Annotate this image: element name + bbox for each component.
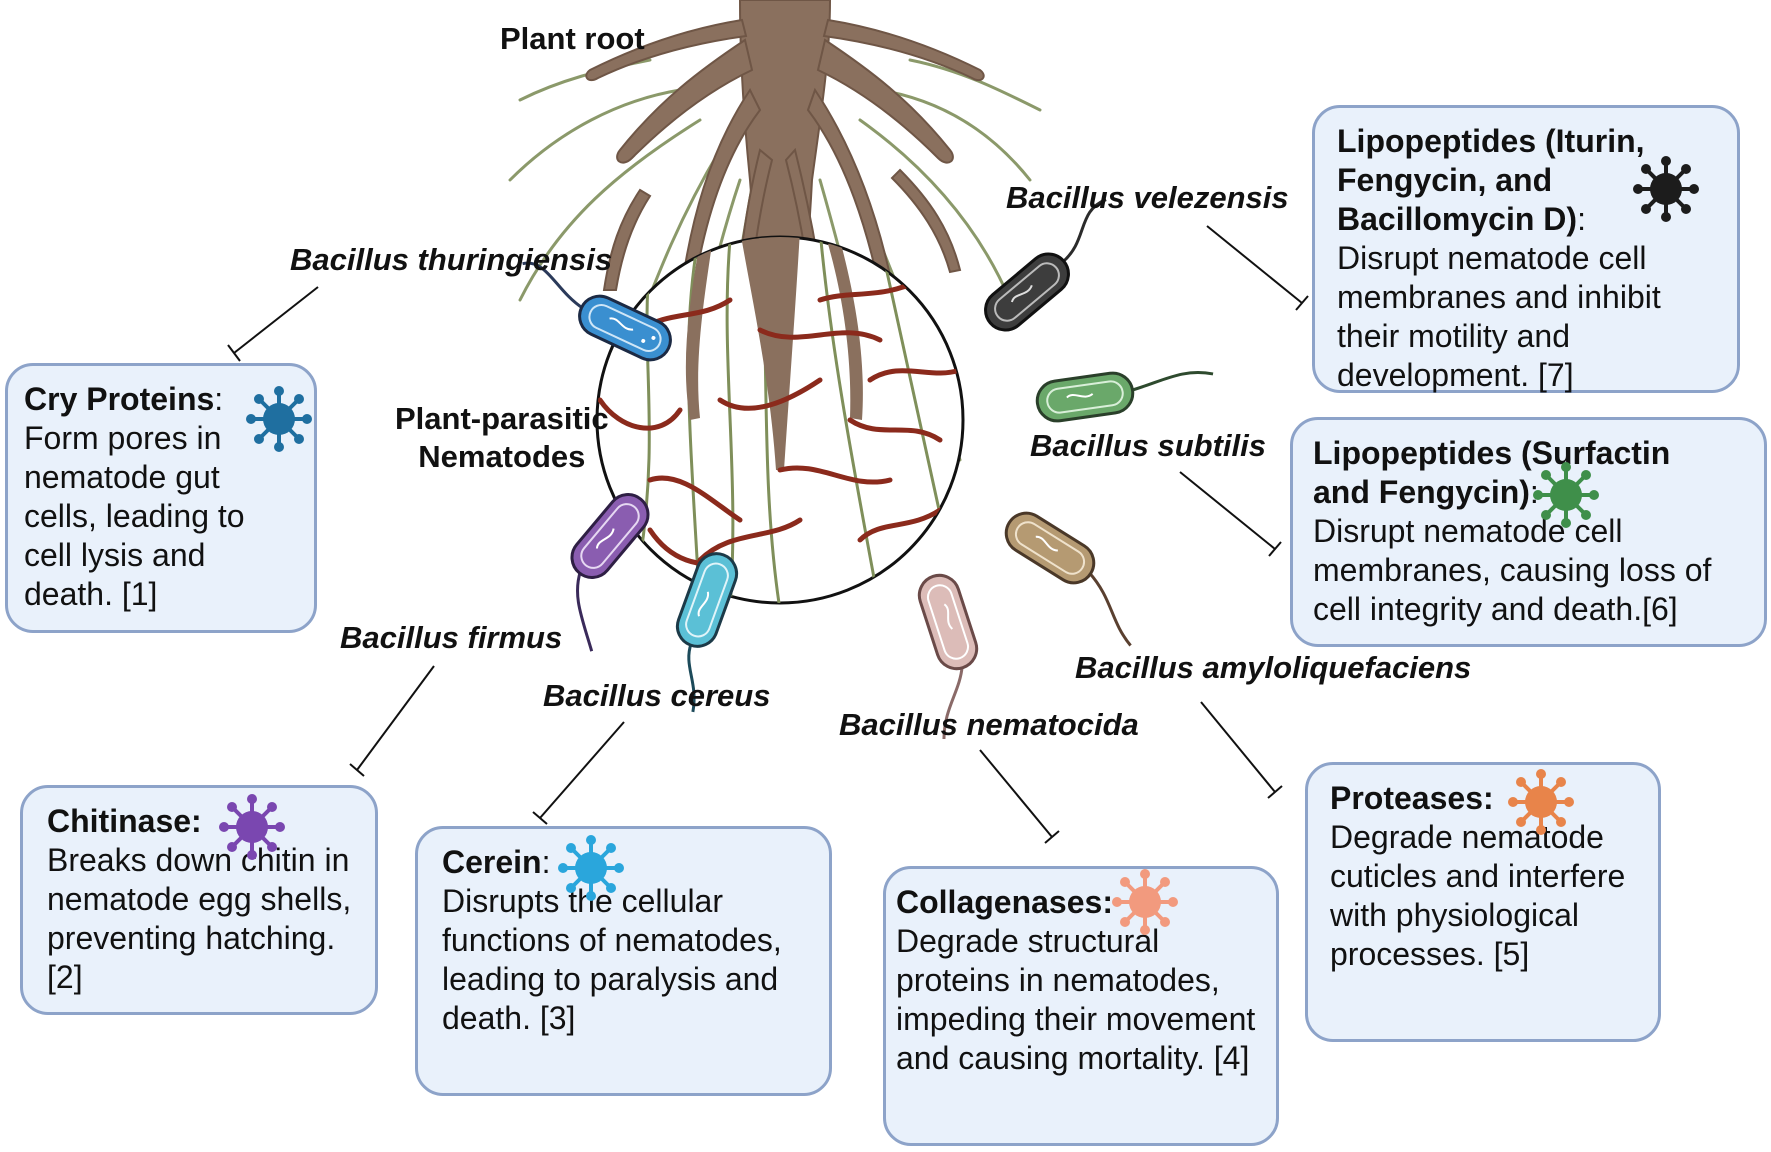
cerein-sep: : [541, 844, 551, 880]
bacterium-cereus [675, 552, 739, 713]
bacterium-nematocida [917, 573, 979, 739]
bacterium-amyloliquefaciens [1004, 511, 1132, 647]
cerein-title: Cerein [442, 844, 542, 880]
cerein-text: Disrupts the cellular functions of nemat… [442, 883, 782, 1036]
chitinase-box: Chitinase: Breaks down chitin in nematod… [20, 785, 378, 1015]
collagenases-title: Collagenases: [896, 884, 1113, 920]
cerein-box: Cerein: Disrupts the cellular functions … [415, 826, 832, 1096]
bacterium-velezensis [984, 198, 1107, 332]
proteases-box: Proteases: Degrade nematode cuticles and… [1305, 762, 1661, 1042]
lipopeptides-iturin-title: Lipopeptides (Iturin, Fengycin, and Baci… [1337, 123, 1645, 237]
nematodes-in-soil [597, 237, 963, 603]
lipopeptides-surfactin-title: Lipopeptides (Surfactin and Fengycin) [1313, 435, 1671, 510]
chitinase-text: Breaks down chitin in nematode egg shell… [47, 842, 352, 995]
species-label-amyloliquefaciens: Bacillus amyloliquefaciens [1075, 650, 1472, 685]
cry-protein-icon [246, 386, 312, 452]
collagenases-text: Degrade structural proteins in nematodes… [896, 923, 1256, 1076]
chitinase-icon [219, 794, 285, 860]
plant-root-label: Plant root [500, 21, 645, 56]
proteases-title: Proteases: [1330, 780, 1494, 816]
lipopeptides-iturin-text: Disrupt nematode cell membranes and inhi… [1337, 240, 1661, 393]
cerein-icon [558, 835, 624, 901]
lipopeptides-surfactin-text: Disrupt nematode cell membranes, causing… [1313, 513, 1712, 627]
nematodes-label: Plant-parasitic Nematodes [395, 401, 609, 474]
protease-icon [1508, 769, 1574, 835]
proteases-text: Degrade nematode cuticles and interfere … [1330, 819, 1626, 972]
cry-proteins-text: Form pores in nematode gut cells, leadin… [24, 420, 245, 612]
lipopeptides-surfactin-box: Lipopeptides (Surfactin and Fengycin): D… [1290, 417, 1767, 647]
species-label-velezensis: Bacillus velezensis [1006, 180, 1289, 215]
chitinase-title: Chitinase: [47, 803, 202, 839]
bacterium-thuringiensis [522, 261, 672, 362]
species-label-thuringiensis: Bacillus thuringiensis [290, 242, 613, 277]
bacterium-firmus [570, 493, 650, 652]
lipopeptide-surfactin-icon [1533, 462, 1599, 528]
species-label-firmus: Bacillus firmus [340, 620, 563, 655]
lipopeptide-iturin-icon [1633, 156, 1699, 222]
species-label-cereus: Bacillus cereus [543, 678, 771, 713]
lipopeptides-iturin-box: Lipopeptides (Iturin, Fengycin, and Baci… [1312, 105, 1740, 393]
lipopeptides-iturin-sep: : [1577, 201, 1586, 237]
cry-proteins-title: Cry Proteins [24, 381, 215, 417]
species-label-subtilis: Bacillus subtilis [1030, 428, 1267, 463]
collagenases-box: Collagenases: Degrade structural protein… [883, 866, 1279, 1146]
cry-proteins-sep: : [214, 381, 224, 417]
species-label-nematocida: Bacillus nematocida [839, 707, 1139, 742]
cry-proteins-box: Cry Proteins: Form pores in nematode gut… [5, 363, 317, 633]
bacterium-subtilis [1035, 371, 1214, 423]
collagenase-icon [1112, 869, 1178, 935]
inhibition-connectors [227, 225, 1309, 844]
